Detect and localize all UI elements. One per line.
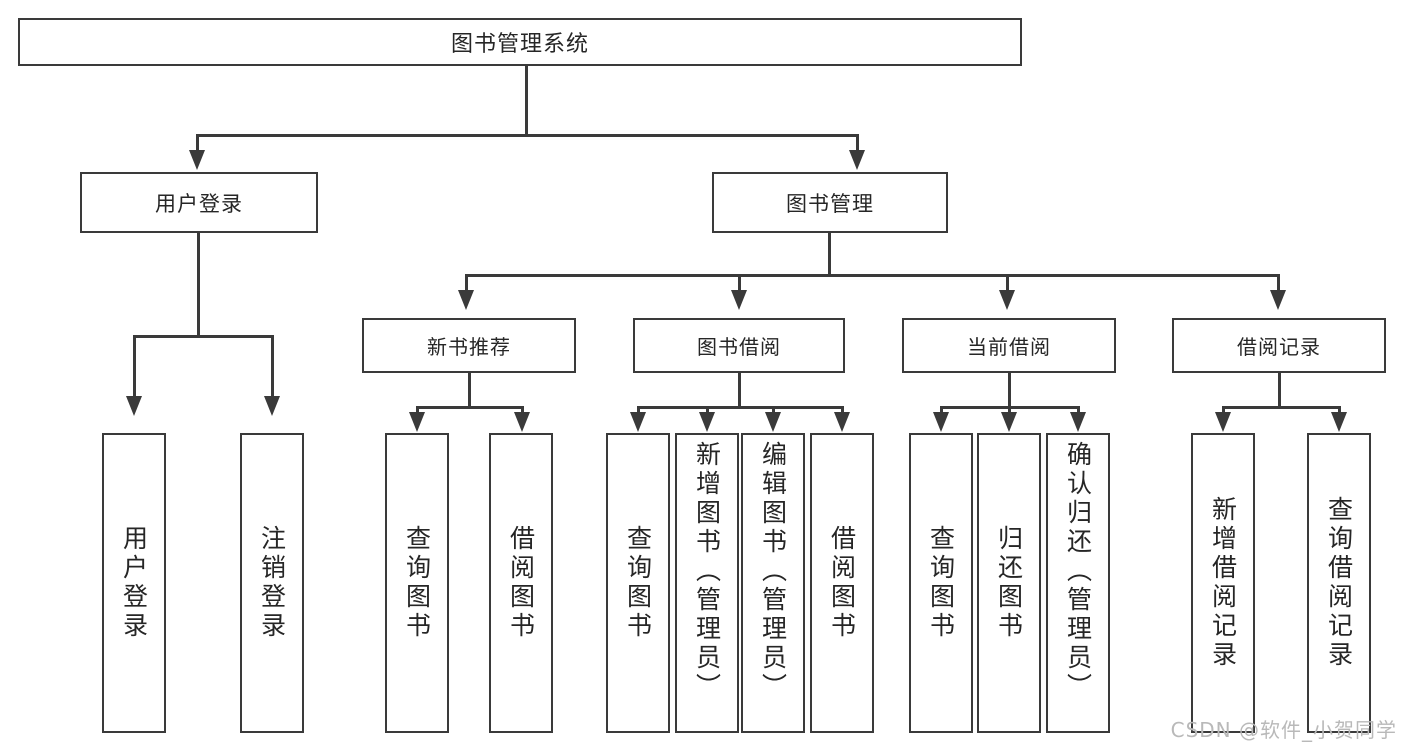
connector-current-borrow-stem — [1008, 373, 1011, 409]
node-current-borrow[interactable]: 当前借阅 — [902, 318, 1116, 373]
node-label: 用户登录 — [155, 191, 243, 216]
connector-root-to-user-login — [196, 134, 199, 154]
node-label: 图书借阅 — [697, 335, 781, 359]
csdn-watermark: CSDN @软件_小贺同学 — [1170, 718, 1397, 742]
connector-bb-to-leaf-1 — [637, 406, 640, 416]
node-label: 借阅记录 — [1237, 335, 1321, 359]
node-book-borrow[interactable]: 图书借阅 — [633, 318, 845, 373]
arrow-root-to-user-login — [189, 150, 205, 170]
leaf-label: 查询图书 — [926, 525, 956, 641]
leaf-label: 借阅图书 — [827, 525, 857, 641]
leaf-query-borrow-record[interactable]: 查询借阅记录 — [1307, 433, 1371, 733]
leaf-label: 编辑图书（管理员） — [758, 441, 788, 702]
connector-br-to-leaf-1 — [1222, 406, 1225, 416]
connector-borrow-record-stem — [1278, 373, 1281, 409]
connector-book-management-stem — [828, 233, 831, 276]
connector-borrow-record-bar — [1222, 406, 1340, 409]
connector-bb-to-leaf-2 — [706, 406, 709, 416]
leaf-label: 查询借阅记录 — [1324, 496, 1354, 670]
connector-newbook-to-leaf-2 — [521, 406, 524, 416]
arrow-cb-to-leaf-3 — [1070, 412, 1086, 432]
arrow-user-login-to-leaf-1 — [126, 396, 142, 416]
node-new-book-recommendation[interactable]: 新书推荐 — [362, 318, 576, 373]
leaf-query-book-current[interactable]: 查询图书 — [909, 433, 973, 733]
arrow-root-to-book-management — [849, 150, 865, 170]
connector-bb-to-leaf-3 — [772, 406, 775, 416]
leaf-label: 新增图书（管理员） — [692, 441, 722, 702]
leaf-label: 归还图书 — [994, 525, 1024, 641]
arrow-bm-to-new-book — [458, 290, 474, 310]
connector-user-login-bar — [133, 335, 273, 338]
arrow-newbook-to-leaf-2 — [514, 412, 530, 432]
leaf-edit-book-admin[interactable]: 编辑图书（管理员） — [741, 433, 805, 733]
leaf-user-login[interactable]: 用户登录 — [102, 433, 166, 733]
leaf-query-book-new[interactable]: 查询图书 — [385, 433, 449, 733]
leaf-label: 查询图书 — [402, 525, 432, 641]
leaf-label: 用户登录 — [119, 525, 149, 641]
node-label: 图书管理 — [786, 191, 874, 216]
arrow-newbook-to-leaf-1 — [409, 412, 425, 432]
node-book-management[interactable]: 图书管理 — [712, 172, 948, 233]
connector-bm-to-new-book — [465, 274, 468, 292]
leaf-borrow-book-new[interactable]: 借阅图书 — [489, 433, 553, 733]
leaf-return-book[interactable]: 归还图书 — [977, 433, 1041, 733]
leaf-label: 新增借阅记录 — [1208, 496, 1238, 670]
connector-cb-to-leaf-2 — [1008, 406, 1011, 416]
leaf-confirm-return-admin[interactable]: 确认归还（管理员） — [1046, 433, 1110, 733]
node-label: 当前借阅 — [967, 335, 1051, 359]
connector-book-management-bar — [465, 274, 1277, 277]
connector-book-borrow-bar — [637, 406, 844, 409]
connector-cb-to-leaf-1 — [940, 406, 943, 416]
connector-root-to-book-management — [856, 134, 859, 154]
node-borrow-record[interactable]: 借阅记录 — [1172, 318, 1386, 373]
connector-br-to-leaf-2 — [1338, 406, 1341, 416]
connector-newbook-to-leaf-1 — [416, 406, 419, 416]
arrow-br-to-leaf-1 — [1215, 412, 1231, 432]
connector-user-login-to-leaf-2 — [271, 335, 274, 400]
arrow-bm-to-borrow-book — [731, 290, 747, 310]
connector-root-stem — [525, 66, 528, 136]
connector-book-borrow-stem — [738, 373, 741, 409]
arrow-user-login-to-leaf-2 — [264, 396, 280, 416]
leaf-label: 确认归还（管理员） — [1063, 441, 1093, 702]
node-user-login[interactable]: 用户登录 — [80, 172, 318, 233]
arrow-bb-to-leaf-1 — [630, 412, 646, 432]
leaf-query-book-borrow[interactable]: 查询图书 — [606, 433, 670, 733]
connector-user-login-stem — [197, 233, 200, 337]
leaf-label: 借阅图书 — [506, 525, 536, 641]
arrow-bb-to-leaf-4 — [834, 412, 850, 432]
connector-cb-to-leaf-3 — [1077, 406, 1080, 416]
arrow-cb-to-leaf-2 — [1001, 412, 1017, 432]
leaf-add-borrow-record[interactable]: 新增借阅记录 — [1191, 433, 1255, 733]
connector-new-book-stem — [468, 373, 471, 409]
connector-bm-to-borrow-record — [1277, 274, 1280, 292]
arrow-bb-to-leaf-2 — [699, 412, 715, 432]
connector-new-book-bar — [416, 406, 524, 409]
connector-root-bar — [196, 134, 858, 137]
connector-bm-to-borrow-book — [738, 274, 741, 292]
connector-user-login-to-leaf-1 — [133, 335, 136, 400]
arrow-br-to-leaf-2 — [1331, 412, 1347, 432]
node-label: 新书推荐 — [427, 335, 511, 359]
arrow-bm-to-current-borrow — [999, 290, 1015, 310]
leaf-borrow-book[interactable]: 借阅图书 — [810, 433, 874, 733]
node-label: 图书管理系统 — [450, 32, 589, 57]
connector-bm-to-current-borrow — [1006, 274, 1009, 292]
connector-bb-to-leaf-4 — [841, 406, 844, 416]
leaf-label: 查询图书 — [623, 525, 653, 641]
arrow-bm-to-borrow-record — [1270, 290, 1286, 310]
leaf-label: 注销登录 — [257, 525, 287, 641]
arrow-bb-to-leaf-3 — [765, 412, 781, 432]
arrow-cb-to-leaf-1 — [933, 412, 949, 432]
leaf-logout[interactable]: 注销登录 — [240, 433, 304, 733]
node-root-book-management-system[interactable]: 图书管理系统 — [18, 18, 1022, 66]
leaf-add-book-admin[interactable]: 新增图书（管理员） — [675, 433, 739, 733]
